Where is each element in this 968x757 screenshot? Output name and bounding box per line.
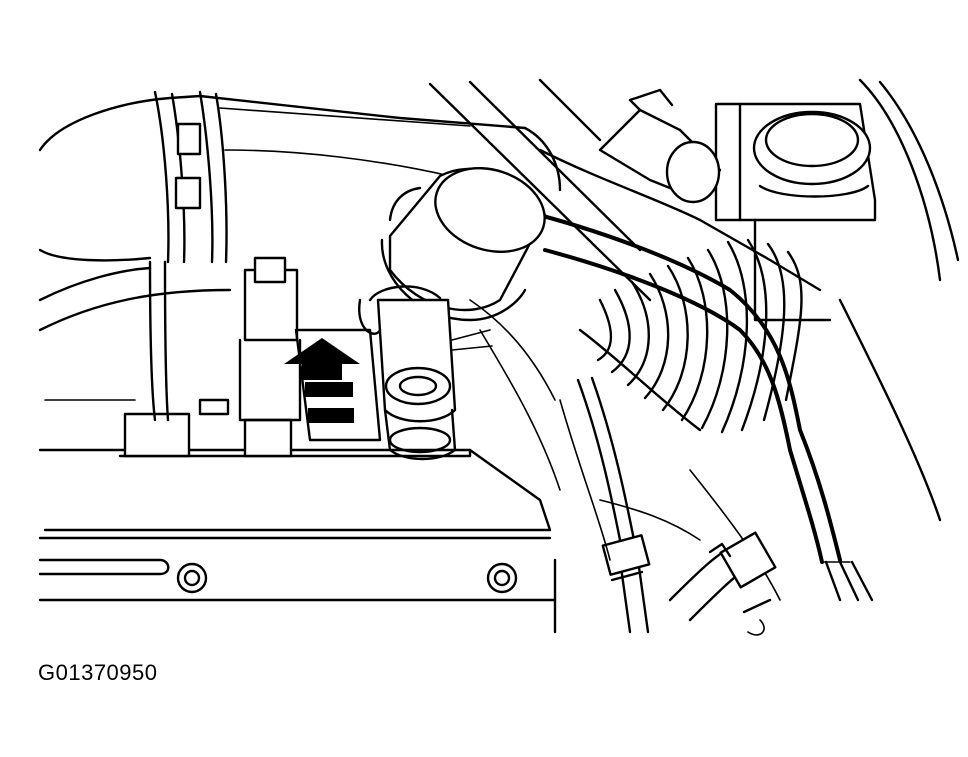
pcv-cap	[380, 167, 547, 322]
electrical-connector	[148, 256, 302, 422]
arrow-up-icon	[284, 338, 360, 380]
reservoir-cap	[714, 102, 877, 322]
background-structure	[428, 78, 960, 601]
duct-clamp	[153, 90, 228, 264]
valve-cover	[38, 266, 557, 634]
intake-duct	[38, 94, 562, 262]
bolt	[176, 562, 208, 594]
pcv-valve-fitting	[358, 285, 493, 461]
corrugated-hose	[538, 148, 822, 434]
engine-bay-illustration	[38, 78, 960, 636]
wire-harness	[518, 208, 874, 602]
background-lines	[469, 299, 701, 561]
label-sticker	[294, 328, 382, 442]
fuel-line	[576, 376, 651, 634]
bolt	[486, 562, 518, 594]
sensor-connector	[598, 88, 722, 204]
hose-clamp	[668, 531, 777, 636]
figure-code: G01370950	[38, 660, 158, 685]
